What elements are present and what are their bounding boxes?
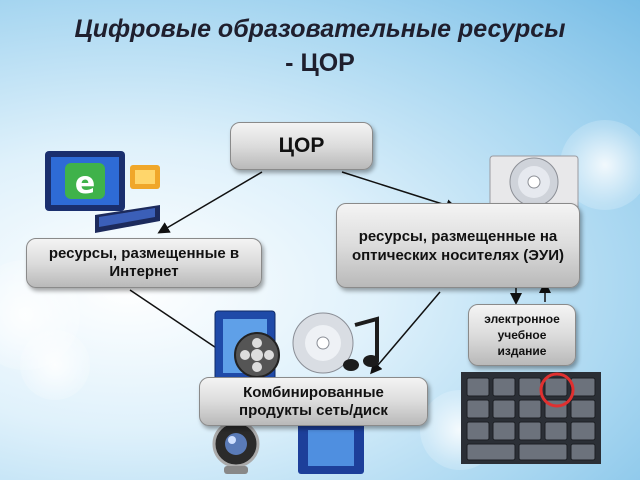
page-title: Цифровые образовательные ресурсы bbox=[0, 14, 640, 44]
node-cor: ЦОР bbox=[230, 122, 373, 170]
node-internet-label: ресурсы, размещенные в Интернет bbox=[48, 245, 240, 280]
film-reel-cd-music-icon bbox=[214, 310, 379, 382]
cd-case-icon bbox=[489, 155, 579, 211]
arrow-optical-to-combined bbox=[370, 291, 441, 375]
node-combined-label: Комбинированные продукты сеть/диск bbox=[239, 383, 388, 419]
arrow-cor-to-internet bbox=[157, 171, 263, 234]
title-line-1: Цифровые образовательные ресурсы bbox=[74, 15, 566, 43]
node-eui-label: электронное учебное издание bbox=[484, 312, 560, 358]
background-bokeh bbox=[20, 330, 90, 400]
node-eui: электронное учебное издание bbox=[468, 304, 576, 366]
webcam-icon bbox=[212, 420, 260, 474]
title-line-2: - ЦОР bbox=[285, 49, 355, 77]
node-optical-label: ресурсы, размещенные на оптических носит… bbox=[351, 227, 565, 264]
arrow-cor-to-optical bbox=[341, 171, 458, 211]
svg-text:e: e bbox=[75, 166, 95, 201]
node-cor-label: ЦОР bbox=[278, 134, 325, 157]
film-strip-icon bbox=[298, 422, 364, 474]
keyboard-icon bbox=[461, 372, 601, 464]
node-combined: Комбинированные продукты сеть/диск bbox=[199, 377, 428, 426]
computer-e-icon: e bbox=[45, 151, 160, 233]
node-internet: ресурсы, размещенные в Интернет bbox=[26, 238, 262, 288]
node-optical: ресурсы, размещенные на оптических носит… bbox=[336, 203, 580, 288]
page-subtitle: - ЦОР bbox=[0, 48, 640, 78]
